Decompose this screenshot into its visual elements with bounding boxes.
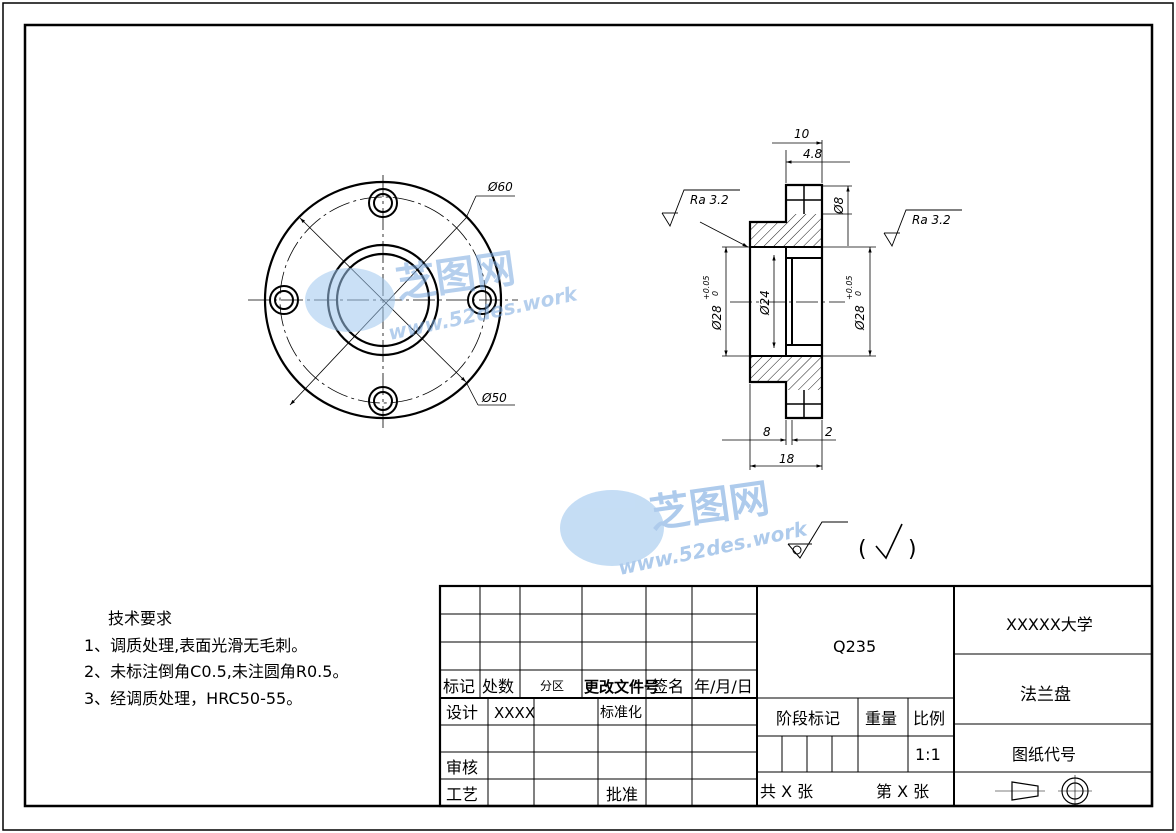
svg-text:阶段标记: 阶段标记 (776, 709, 840, 728)
svg-text:年/月/日: 年/月/日 (694, 677, 753, 696)
svg-text:设计: 设计 (446, 703, 478, 722)
svg-text:标记: 标记 (443, 677, 475, 696)
svg-text:比例: 比例 (913, 709, 945, 728)
bolt-hole-left (269, 285, 299, 315)
svg-text:批准: 批准 (606, 785, 638, 804)
svg-text:第 X 张: 第 X 张 (876, 782, 929, 801)
svg-text:分区: 分区 (540, 679, 564, 693)
roughness-right: Ra 3.2 (912, 213, 951, 227)
dim-10: 10 (794, 127, 810, 141)
bolt-hole-top (368, 188, 398, 218)
svg-text:0: 0 (854, 291, 863, 296)
svg-text:共 X 张: 共 X 张 (760, 782, 813, 801)
title-block (438, 584, 1154, 808)
dim-phi28-left: Ø28 (710, 305, 724, 331)
part-name: 法兰盘 (1020, 685, 1071, 705)
svg-text:签名: 签名 (652, 677, 684, 696)
svg-text:重量: 重量 (865, 709, 897, 728)
dim-phi8: Ø8 (832, 197, 846, 215)
svg-text:+0.05: +0.05 (845, 275, 854, 300)
svg-text:审核: 审核 (446, 758, 478, 777)
tech-item: 2、未标注倒角C0.5,未注圆角R0.5。 (84, 662, 349, 681)
watermark-2: 芝图网 www.52des.work (560, 476, 811, 580)
roughness-left: Ra 3.2 (690, 193, 729, 207)
front-view: Ø60 Ø50 (248, 175, 518, 430)
svg-text:XXXX: XXXX (494, 704, 535, 722)
svg-text:工艺: 工艺 (446, 785, 478, 804)
svg-text:处数: 处数 (482, 677, 514, 696)
dim-8: 8 (763, 425, 771, 439)
technical-requirements: 技术要求 1、调质处理,表面光滑无毛刺。 2、未标注倒角C0.5,未注圆角R0.… (84, 606, 348, 712)
general-roughness-symbol: ( ) (787, 521, 917, 562)
bolt-hole-bottom (368, 386, 398, 416)
svg-text:(: ( (858, 537, 867, 562)
bolt-hole-right (467, 285, 497, 315)
svg-text:+0.05: +0.05 (702, 275, 711, 300)
dim-phi28-right: Ø28 (853, 305, 867, 331)
material: Q235 (833, 637, 876, 656)
svg-text:图纸代号: 图纸代号 (1012, 745, 1076, 764)
title-block-text: 标记 处数 分区 更改文件号 签名 年/月/日 设计 XXXX 标准化 审核 工… (443, 615, 1093, 804)
svg-text:更改文件号: 更改文件号 (584, 678, 659, 696)
svg-text:1:1: 1:1 (915, 745, 941, 764)
svg-text:0: 0 (711, 291, 720, 296)
outer-circle (263, 180, 503, 420)
tech-item: 3、经调质处理，HRC50-55。 (84, 688, 303, 708)
dim-phi60: Ø60 (487, 180, 513, 194)
tech-item: 1、调质处理,表面光滑无毛刺。 (84, 635, 308, 655)
dim-2: 2 (825, 425, 833, 439)
svg-text:标准化: 标准化 (600, 705, 642, 721)
svg-text:): ) (908, 537, 917, 562)
tech-title: 技术要求 (108, 609, 173, 628)
school-name: XXXXX大学 (1006, 615, 1093, 634)
dim-4-8: 4.8 (803, 147, 822, 161)
section-view: 10 4.8 Ø8 Ø28 +0.05 0 Ø24 Ø28 +0.05 0 8 … (661, 127, 962, 470)
watermark-1: 芝图网 www.52des.work (305, 246, 581, 345)
dim-phi24: Ø24 (758, 290, 772, 316)
dim-phi50: Ø50 (481, 391, 507, 405)
dim-18: 18 (779, 452, 795, 466)
